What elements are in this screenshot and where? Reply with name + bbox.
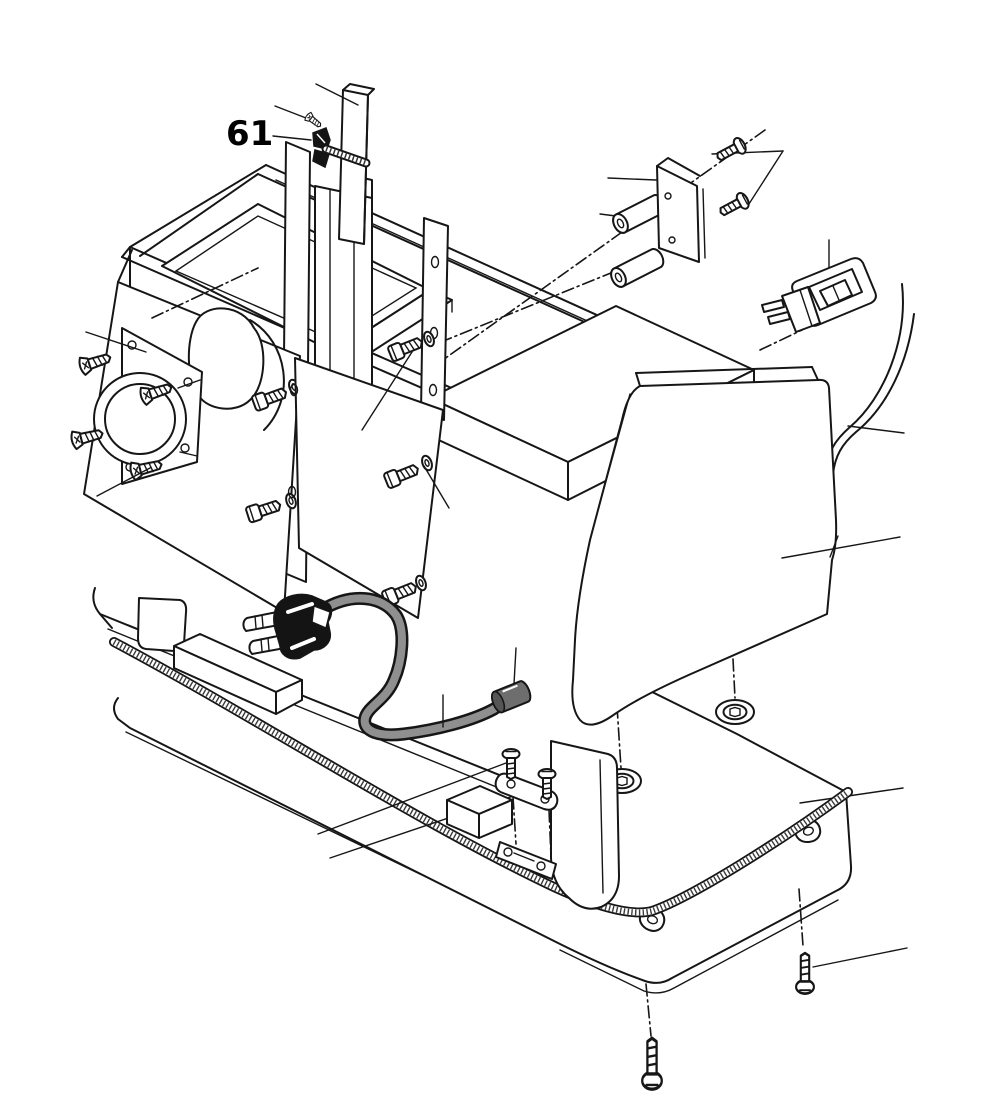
leader-line (812, 947, 908, 968)
leader-line (423, 465, 450, 509)
base-screw (794, 951, 816, 995)
screw-boss (715, 699, 755, 725)
base-screw (640, 1036, 664, 1091)
leader-line (781, 536, 901, 559)
leader-line (317, 762, 507, 835)
switch-terminal (761, 299, 785, 313)
power-cord-assembly (242, 592, 532, 742)
leader-line (513, 647, 517, 685)
upper-base-pan (92, 587, 620, 910)
leader-line (361, 351, 413, 431)
base-mounting-screws (640, 658, 908, 1091)
housing-cover (571, 366, 901, 726)
part-label-61: 61 (226, 114, 273, 154)
leader-line (315, 83, 359, 106)
leader-line (85, 331, 147, 353)
right-guide-strip (420, 217, 449, 421)
leader-line (607, 177, 657, 181)
plug-pin (248, 634, 286, 655)
leader-line (746, 150, 784, 208)
tiny-screw (303, 110, 325, 131)
leader-line (272, 135, 312, 141)
leader-line (96, 467, 151, 497)
plate-screw (712, 134, 750, 167)
cord-clamp-assembly (317, 748, 559, 880)
motor-mount-assembly (68, 249, 302, 613)
spacer-sleeve (607, 245, 668, 291)
switch-plate-assembly (599, 134, 784, 291)
callout-61-assembly: 61 (226, 83, 371, 169)
plug-pin (242, 611, 280, 632)
strain-relief-grommet (491, 680, 532, 714)
power-cord (318, 594, 512, 739)
switch-terminal (767, 311, 791, 325)
power-switch (759, 239, 877, 351)
plate-screw (715, 189, 753, 222)
mounting-plate (656, 165, 700, 263)
divider-panel (287, 329, 450, 619)
pan-pillar-foot (550, 740, 620, 910)
leader-line (274, 105, 307, 119)
leader-line (847, 425, 905, 434)
